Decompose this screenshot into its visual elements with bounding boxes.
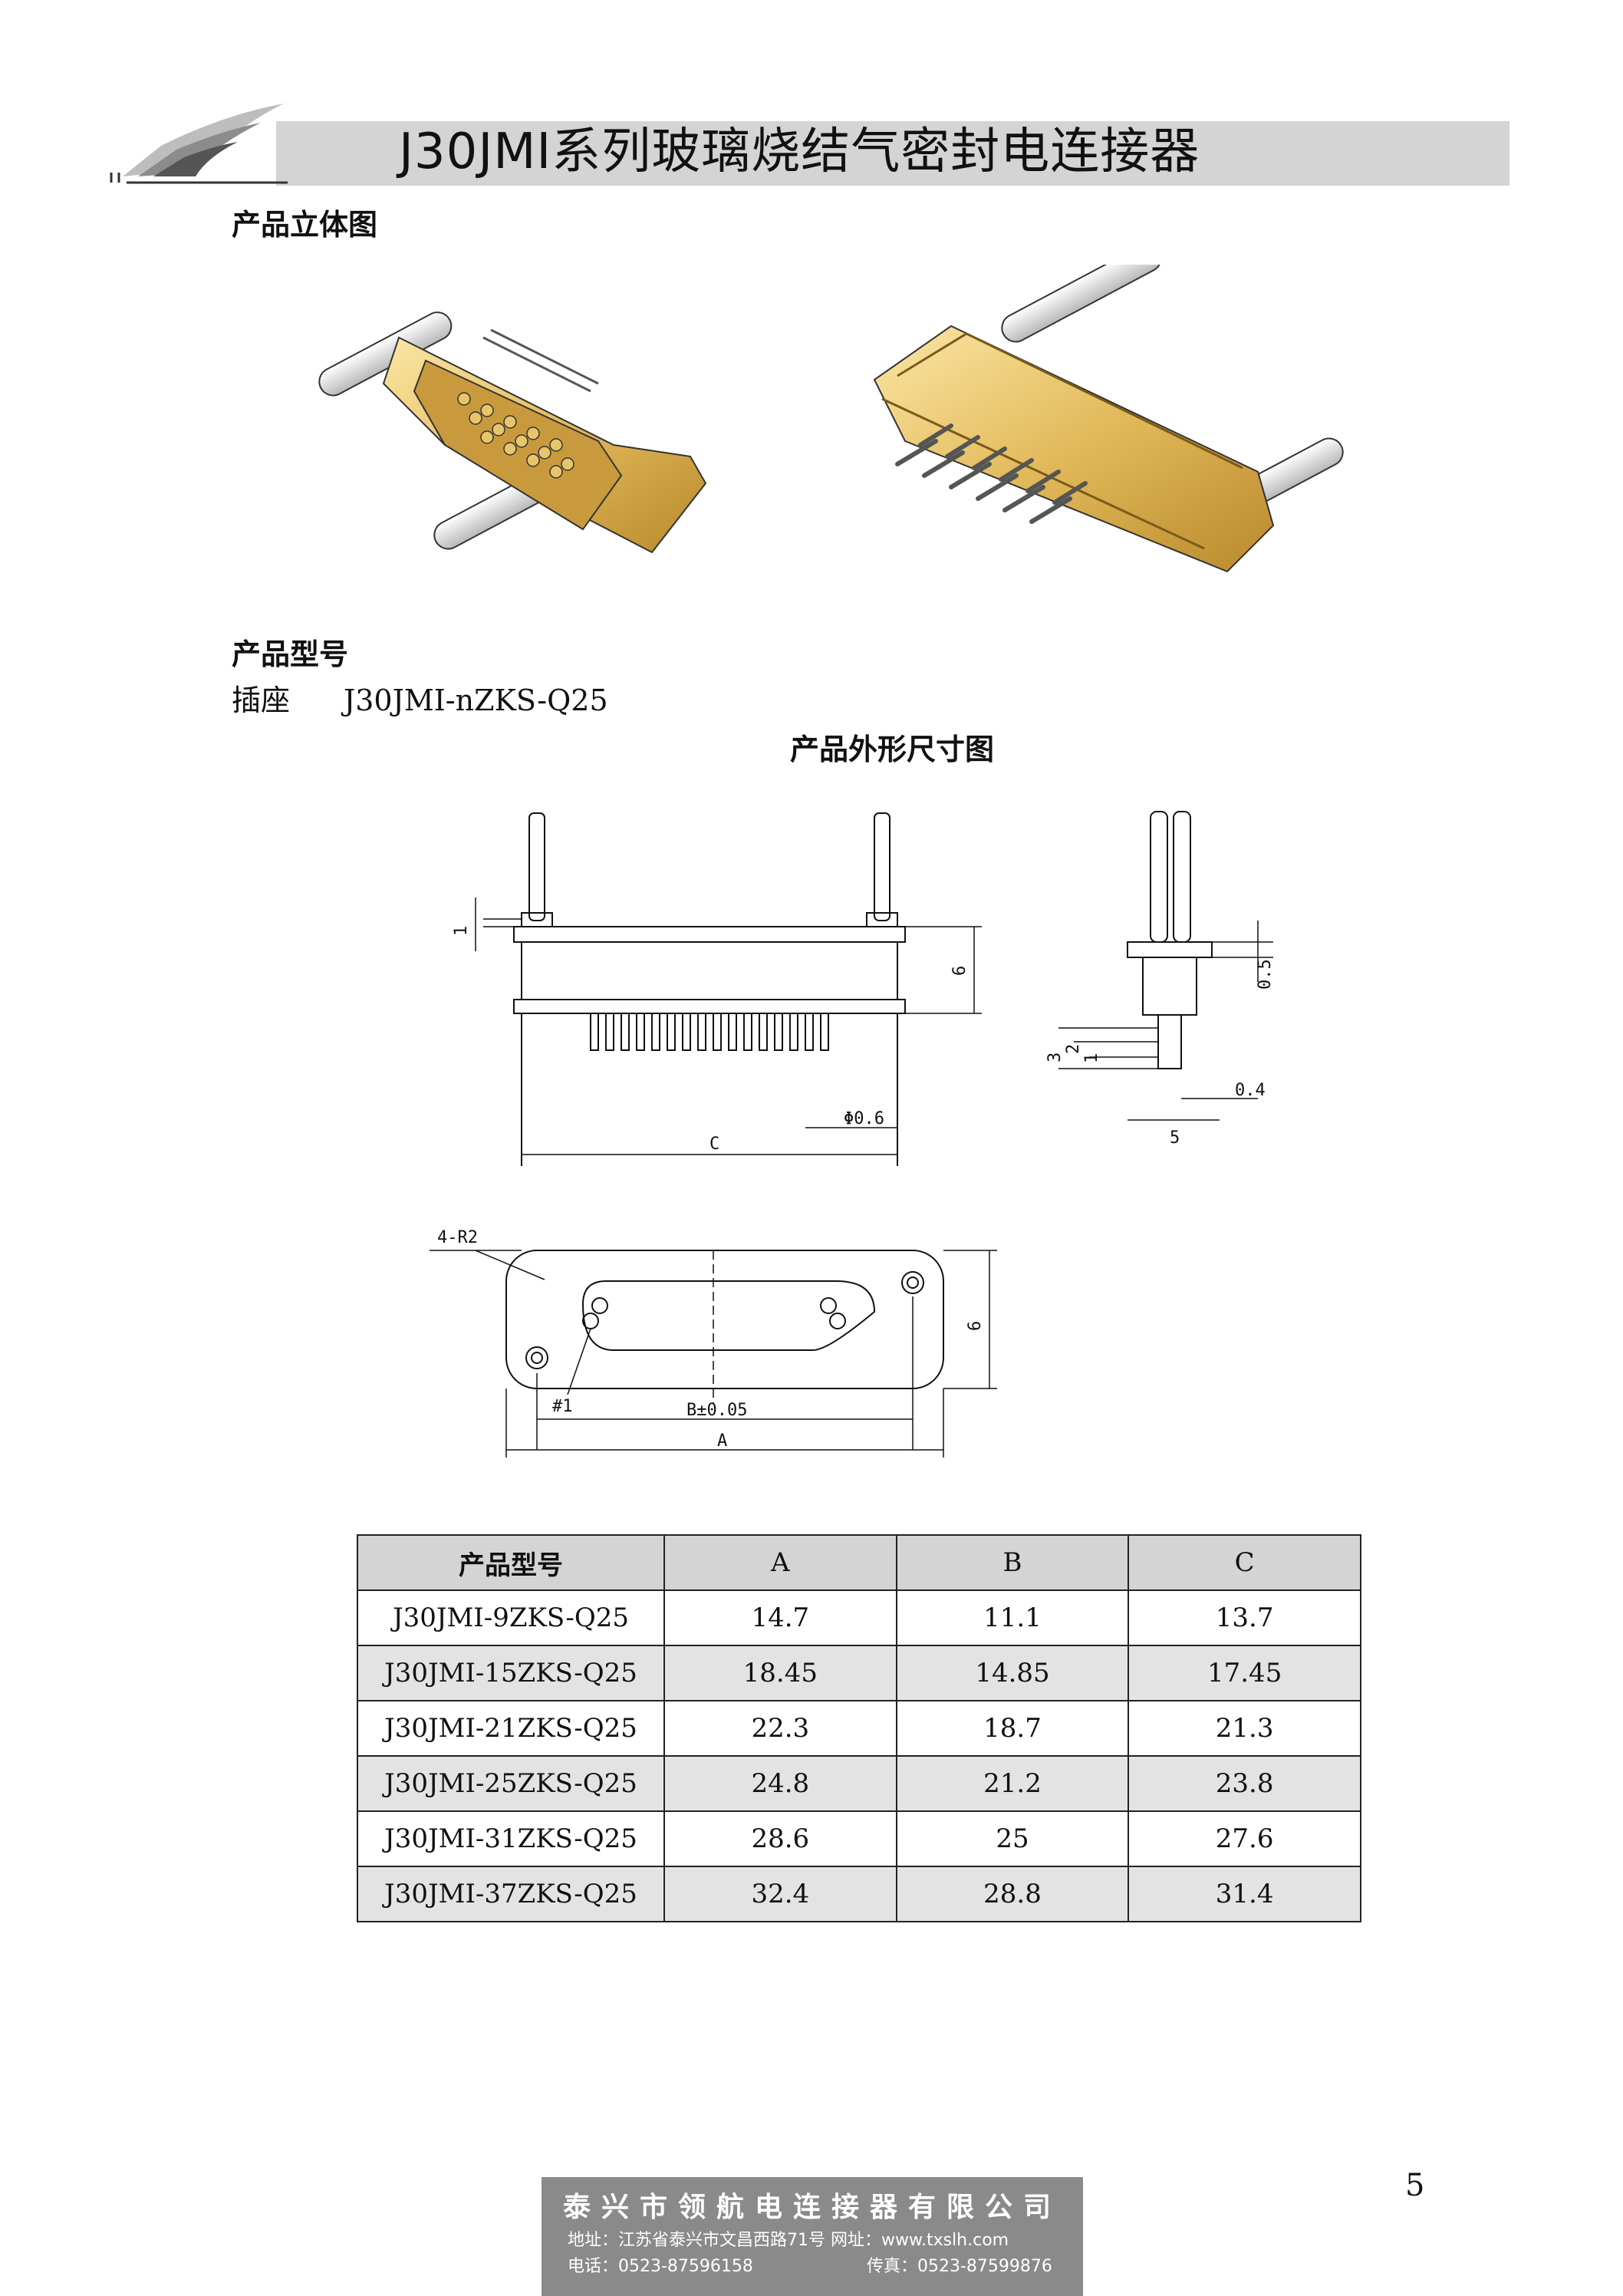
cell-a: 18.45	[663, 1645, 897, 1701]
connector-3d-view-front	[318, 311, 707, 554]
model-label: 插座	[232, 684, 291, 717]
side-dim-05-label: 0.5	[1256, 959, 1273, 990]
dim-6-label: 6	[950, 966, 970, 976]
bottom-dim-r2-label: 4-R2	[437, 1228, 478, 1247]
cell-model: J30JMI-25ZKS-Q25	[357, 1755, 665, 1812]
cell-a: 32.4	[663, 1866, 897, 1922]
cell-b: 14.85	[895, 1645, 1130, 1701]
table-header-row: 产品型号 A B C	[357, 1534, 1361, 1591]
footer-phone: 电话：0523-87596158	[568, 2257, 753, 2276]
document-title: J30JMⅠ系列玻璃烧结气密封电连接器	[399, 124, 1200, 180]
model-section-title: 产品型号	[232, 637, 349, 671]
dim-1-label: 1	[452, 926, 471, 936]
cell-c: 13.7	[1128, 1589, 1361, 1646]
dimension-table: 产品型号 A B C J30JMI-9ZKS-Q25 14.7 11.1 13.…	[357, 1534, 1361, 1922]
side-dim-04-label: 0.4	[1235, 1081, 1266, 1100]
cell-b: 28.8	[895, 1866, 1130, 1922]
model-code: J30JMI-nZKS-Q25	[344, 684, 608, 717]
header-b: B	[895, 1534, 1130, 1591]
iso-section-title: 产品立体图	[232, 208, 378, 242]
cell-c: 17.45	[1128, 1645, 1361, 1701]
header-c: C	[1128, 1534, 1361, 1591]
cell-a: 24.8	[663, 1755, 897, 1812]
cell-b: 21.2	[895, 1755, 1130, 1812]
front-view-drawing: 1 6 C Φ0.6	[452, 812, 982, 1166]
table-row: J30JMI-9ZKS-Q25 14.7 11.1 13.7	[357, 1589, 1361, 1646]
cell-model: J30JMI-9ZKS-Q25	[357, 1589, 665, 1646]
dim-phi-label: Φ0.6	[844, 1109, 884, 1128]
cell-a: 28.6	[663, 1810, 897, 1867]
table-row: J30JMI-25ZKS-Q25 24.8 21.2 23.8	[357, 1755, 1361, 1812]
cell-a: 22.3	[663, 1700, 897, 1757]
cell-model: J30JMI-31ZKS-Q25	[357, 1810, 665, 1867]
footer-box	[542, 2177, 1083, 2296]
side-view-drawing: 0.5 3 2 1 0.4 5	[1045, 811, 1273, 1148]
footer-company-name: 泰兴市领航电连接器有限公司	[562, 2191, 1062, 2223]
header-model: 产品型号	[357, 1534, 665, 1591]
side-dim-3-label: 3	[1045, 1052, 1065, 1062]
table-row: J30JMI-21ZKS-Q25 22.3 18.7 21.3	[357, 1700, 1361, 1757]
cell-b: 18.7	[895, 1700, 1130, 1757]
cell-c: 23.8	[1128, 1755, 1361, 1812]
company-logo	[110, 104, 288, 184]
cell-model: J30JMI-37ZKS-Q25	[357, 1866, 665, 1922]
bottom-view-drawing: 4-R2 6 #1 B±0.05 A	[430, 1228, 997, 1458]
bottom-dim-pin1-label: #1	[552, 1397, 573, 1416]
cell-a: 14.7	[663, 1589, 897, 1646]
cell-model: J30JMI-15ZKS-Q25	[357, 1645, 665, 1701]
side-dim-5-label: 5	[1170, 1128, 1180, 1148]
cell-c: 27.6	[1128, 1810, 1361, 1867]
bottom-dim-b-label: B±0.05	[686, 1401, 747, 1420]
cell-model: J30JMI-21ZKS-Q25	[357, 1700, 665, 1757]
dimension-section-title: 产品外形尺寸图	[790, 733, 995, 766]
footer-fax: 传真：0523-87599876	[867, 2257, 1052, 2276]
side-dim-1-label: 1	[1082, 1053, 1101, 1063]
footer-address: 地址：江苏省泰兴市文昌西路71号 网址：www.txslh.com	[568, 2231, 1009, 2250]
bottom-dim-a-label: A	[717, 1431, 727, 1451]
cell-c: 21.3	[1128, 1700, 1361, 1757]
dim-c-label: C	[709, 1135, 719, 1154]
table-row: J30JMI-15ZKS-Q25 18.45 14.85 17.45	[357, 1645, 1361, 1701]
table-row: J30JMI-37ZKS-Q25 32.4 28.8 31.4	[357, 1866, 1361, 1922]
header-bar	[276, 121, 1509, 186]
cell-b: 11.1	[895, 1589, 1130, 1646]
cell-c: 31.4	[1128, 1866, 1361, 1922]
bottom-dim-6-label: 6	[966, 1321, 985, 1331]
header-a: A	[663, 1534, 897, 1591]
cell-b: 25	[895, 1810, 1130, 1867]
table-row: J30JMI-31ZKS-Q25 28.6 25 27.6	[357, 1810, 1361, 1867]
connector-3d-view-rear	[873, 265, 1344, 573]
page-number: 5	[1405, 2168, 1425, 2203]
model-line: 插座 J30JMI-nZKS-Q25	[232, 677, 662, 719]
side-dim-2-label: 2	[1064, 1044, 1083, 1054]
